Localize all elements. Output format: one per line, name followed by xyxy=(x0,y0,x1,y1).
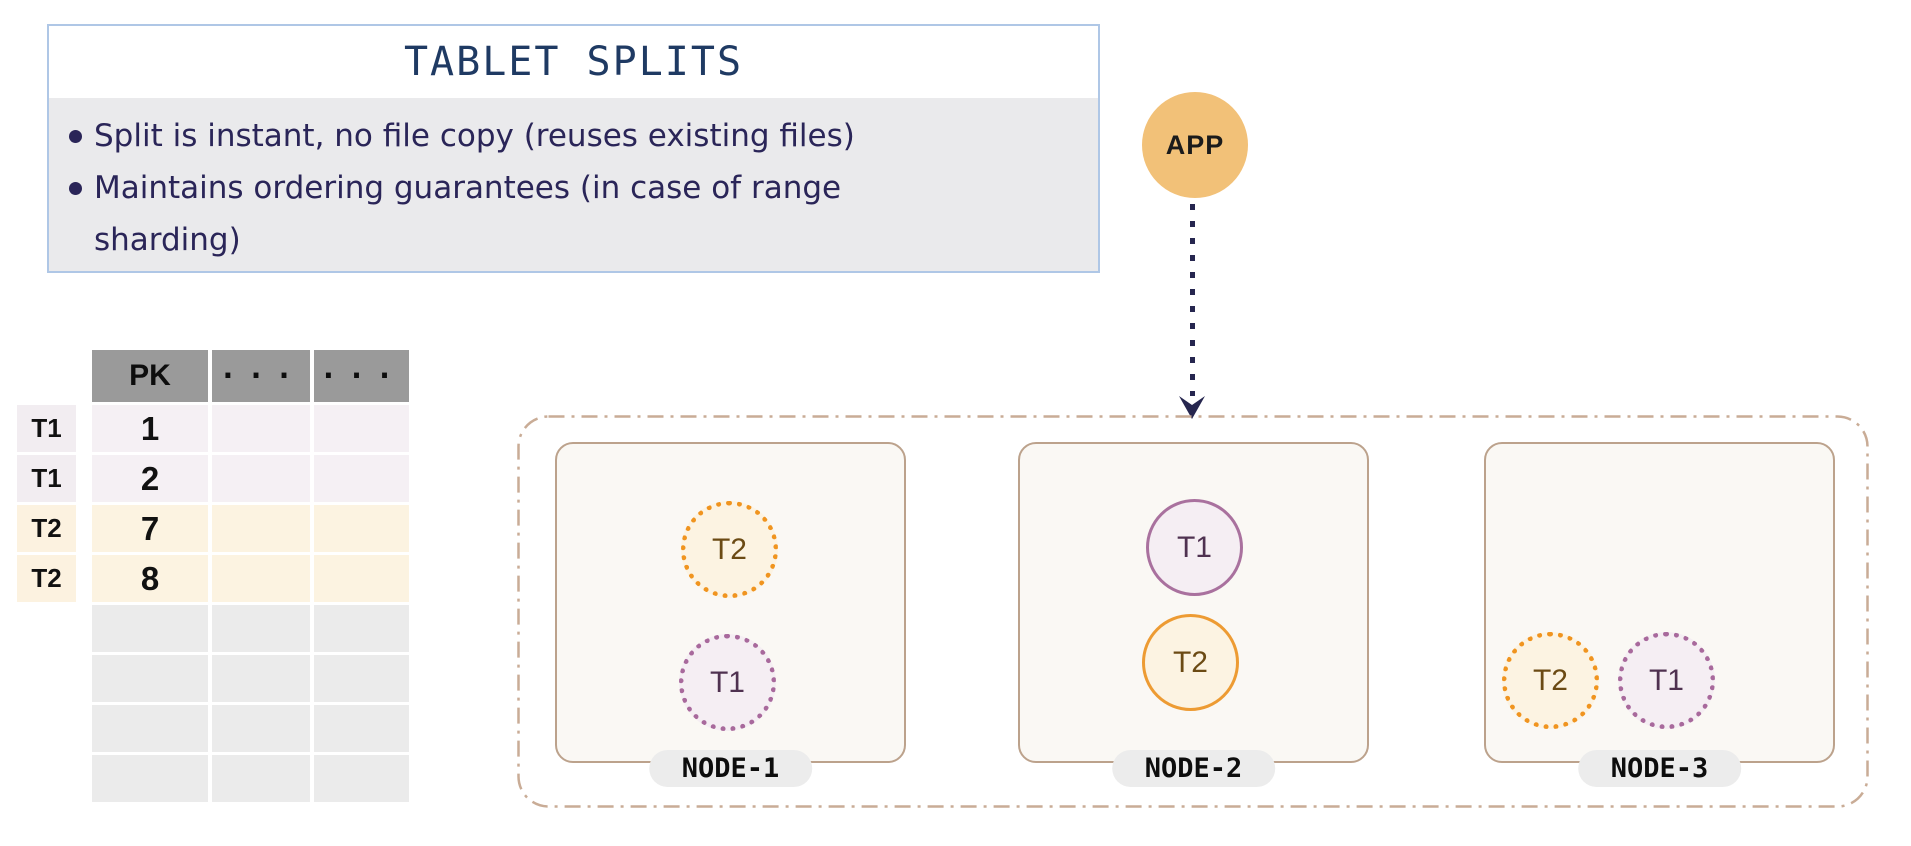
table-cell-empty xyxy=(314,755,409,802)
tablet-label: T2 xyxy=(711,532,747,566)
node-box-2: T1 T2 NODE-2 xyxy=(1018,442,1369,787)
table-cell-pk: 8 xyxy=(92,555,208,602)
column-header-ellipsis: ... xyxy=(314,350,409,402)
row-tablet-label: T1 xyxy=(17,455,76,502)
tablet-label: T1 xyxy=(1648,663,1684,697)
bullet-item: Maintains ordering guarantees (in case o… xyxy=(49,162,984,266)
table-cell-empty xyxy=(314,605,409,652)
app-node: APP xyxy=(1142,92,1248,198)
tablet-splits-panel: TABLET SPLITS Split is instant, no file … xyxy=(47,24,1100,273)
tablet-circle-t1: T1 xyxy=(1146,499,1243,596)
table-cell-empty xyxy=(92,605,208,652)
node-name-pill: NODE-1 xyxy=(648,750,813,787)
table-cell-pk: 2 xyxy=(92,455,208,502)
table-cell-empty xyxy=(314,555,409,602)
node-name-pill: NODE-3 xyxy=(1577,750,1742,787)
pk-table: PK ... ... 1 2 7 8 xyxy=(92,350,409,802)
tablet-label: T1 xyxy=(1176,530,1212,564)
table-cell-empty xyxy=(314,455,409,502)
table-cell-empty xyxy=(314,505,409,552)
table-cell-empty xyxy=(212,655,310,702)
table-cell-empty xyxy=(92,705,208,752)
table-cell-empty xyxy=(212,705,310,752)
panel-title: TABLET SPLITS xyxy=(403,39,744,85)
cluster-boundary xyxy=(517,415,1869,808)
tablet-circle-t2: T2 xyxy=(681,501,778,598)
table-cell-empty xyxy=(212,405,310,452)
table-cell-empty xyxy=(212,555,310,602)
tablet-circle-t2: T2 xyxy=(1502,632,1599,729)
tablet-label: T2 xyxy=(1172,645,1208,679)
table-cell-empty xyxy=(92,755,208,802)
node-box-3: T2 T1 NODE-3 xyxy=(1484,442,1835,787)
arrow-head-icon xyxy=(1179,396,1205,419)
row-tablet-label: T1 xyxy=(17,405,76,452)
app-to-cluster-arrow-line xyxy=(1190,204,1195,396)
node-box-1: T2 T1 NODE-1 xyxy=(555,442,906,787)
table-cell-pk: 1 xyxy=(92,405,208,452)
table-cell-empty xyxy=(92,655,208,702)
column-header-ellipsis: ... xyxy=(212,350,310,402)
table-cell-empty xyxy=(314,705,409,752)
bullet-item: Split is instant, no file copy (reuses e… xyxy=(49,110,984,162)
tablet-label: T1 xyxy=(709,665,745,699)
tablet-label-column: T1 T1 T2 T2 xyxy=(17,405,76,602)
table-cell-empty xyxy=(212,755,310,802)
table-cell-pk: 7 xyxy=(92,505,208,552)
tablet-circle-t1: T1 xyxy=(1618,632,1715,729)
panel-bullet-list: Split is instant, no file copy (reuses e… xyxy=(49,98,1098,271)
node-name-pill: NODE-2 xyxy=(1111,750,1276,787)
column-header-pk: PK xyxy=(92,350,208,402)
panel-header: TABLET SPLITS xyxy=(49,26,1098,98)
row-tablet-label: T2 xyxy=(17,555,76,602)
row-tablet-label: T2 xyxy=(17,505,76,552)
table-cell-empty xyxy=(212,605,310,652)
table-cell-empty xyxy=(212,505,310,552)
table-cell-empty xyxy=(314,655,409,702)
app-label: APP xyxy=(1165,129,1225,160)
tablet-circle-t2: T2 xyxy=(1142,614,1239,711)
table-cell-empty xyxy=(212,455,310,502)
tablet-label: T2 xyxy=(1532,663,1568,697)
tablet-circle-t1: T1 xyxy=(679,634,776,731)
table-cell-empty xyxy=(314,405,409,452)
